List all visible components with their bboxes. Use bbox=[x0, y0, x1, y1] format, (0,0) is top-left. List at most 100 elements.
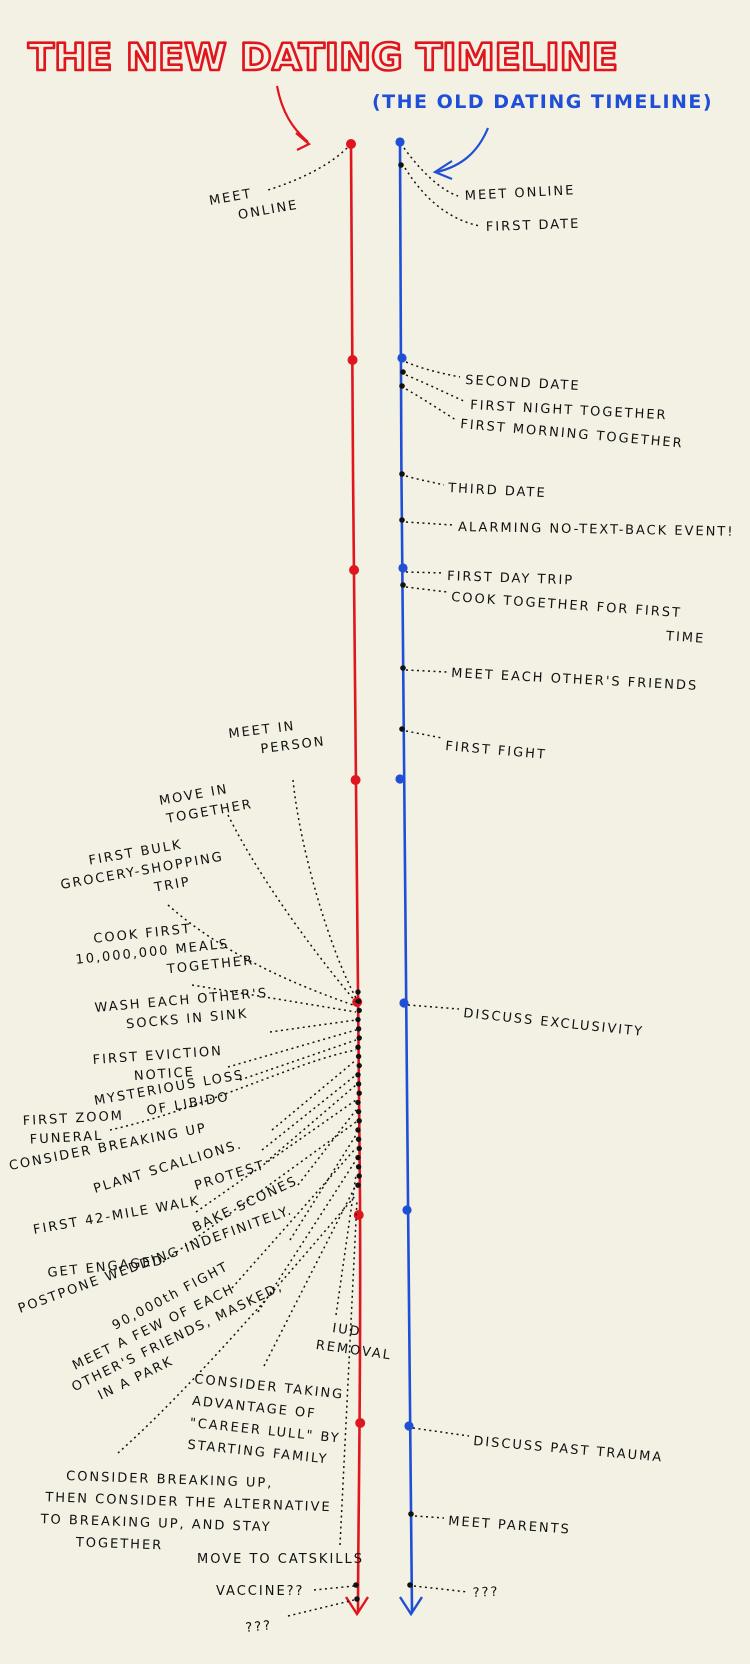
title-arrow-head bbox=[295, 132, 311, 151]
old-label-meet-online: MEET ONLINE bbox=[464, 183, 575, 204]
new-major-dot bbox=[347, 355, 358, 365]
new-leader-line bbox=[263, 1184, 357, 1367]
new-leader-line bbox=[292, 779, 357, 999]
label-line: THIRD DATE bbox=[447, 481, 547, 501]
old-event-dot bbox=[400, 369, 406, 375]
new-leader-line bbox=[227, 1029, 357, 1068]
label-line: VACCINE?? bbox=[216, 1584, 304, 1599]
subtitle-arrow bbox=[436, 127, 490, 174]
new-label-new-unknown: ??? bbox=[245, 1618, 273, 1636]
subtitle-arrow-head bbox=[432, 160, 453, 181]
label-line: IUD bbox=[331, 1321, 362, 1340]
new-event-dot bbox=[355, 1127, 361, 1133]
label-line: ??? bbox=[245, 1618, 273, 1636]
new-event-dot bbox=[356, 1145, 362, 1152]
new-leader-line bbox=[239, 1039, 357, 1081]
new-timeline-arrowhead bbox=[344, 1596, 370, 1617]
label-line: MOVE TO CATSKILLS bbox=[197, 1552, 364, 1567]
label-line: SECOND DATE bbox=[465, 373, 581, 394]
old-event-dot bbox=[399, 383, 405, 389]
new-leader-line bbox=[231, 1147, 357, 1289]
new-leader-line bbox=[269, 1019, 357, 1033]
new-label-meet-online: MEETONLINE bbox=[208, 179, 300, 228]
old-major-dot bbox=[397, 353, 407, 363]
new-event-dot bbox=[355, 1099, 361, 1106]
new-leader-line bbox=[335, 1174, 357, 1316]
label-line: TOGETHER bbox=[75, 1535, 164, 1553]
old-leader-line bbox=[405, 586, 448, 593]
old-event-dot bbox=[407, 1582, 413, 1588]
title: THE NEW DATING TIMELINE bbox=[28, 36, 618, 79]
old-leader-line bbox=[403, 147, 459, 197]
subtitle: (THE OLD DATING TIMELINE) bbox=[372, 91, 713, 113]
old-event-dot bbox=[399, 726, 405, 732]
new-major-dot bbox=[346, 139, 356, 149]
old-timeline-line bbox=[398, 141, 414, 1613]
new-leader-line bbox=[191, 984, 357, 1013]
new-leader-line bbox=[313, 1585, 355, 1591]
new-leader-line bbox=[267, 147, 348, 191]
old-major-dot bbox=[404, 1421, 414, 1431]
new-label-catskills: MOVE TO CATSKILLS bbox=[197, 1552, 364, 1567]
old-leader-line bbox=[405, 571, 445, 574]
new-event-dot bbox=[356, 1035, 362, 1041]
old-event-dot bbox=[400, 665, 406, 671]
new-label-vaccine: VACCINE?? bbox=[216, 1584, 304, 1599]
old-label-old-unknown: ??? bbox=[472, 1585, 499, 1601]
old-leader-line bbox=[405, 521, 454, 526]
new-major-dot bbox=[350, 775, 361, 785]
old-label-third-date: THIRD DATE bbox=[447, 481, 547, 501]
old-timeline-arrowhead bbox=[398, 1596, 424, 1617]
new-event-dot bbox=[356, 1007, 362, 1014]
new-event-dot bbox=[356, 1173, 362, 1179]
new-event-dot bbox=[355, 1081, 362, 1087]
label-line: ??? bbox=[472, 1585, 499, 1601]
old-label-first-date: FIRST DATE bbox=[486, 217, 581, 235]
new-major-dot bbox=[355, 1418, 366, 1428]
new-leader-line bbox=[261, 1074, 357, 1151]
label-line: FIRST DAY TRIP bbox=[447, 569, 575, 588]
new-event-dot bbox=[355, 1044, 361, 1050]
old-major-dot bbox=[395, 137, 405, 147]
label-line: MEET bbox=[208, 187, 254, 209]
new-leader-line bbox=[162, 1121, 357, 1263]
new-leader-line bbox=[339, 1199, 358, 1546]
old-leader-line bbox=[405, 669, 448, 673]
new-leader-line bbox=[271, 1059, 357, 1131]
old-leader-line bbox=[413, 1585, 469, 1593]
old-event-dot bbox=[400, 582, 406, 588]
new-event-dot bbox=[355, 1154, 361, 1161]
new-event-dot bbox=[356, 1118, 362, 1124]
new-event-dot bbox=[355, 1182, 361, 1188]
new-event-dot bbox=[355, 1136, 362, 1142]
old-major-dot bbox=[402, 1205, 412, 1215]
new-event-dot bbox=[355, 1026, 362, 1032]
new-leader-line bbox=[287, 1599, 355, 1617]
label-line: FUNERAL bbox=[29, 1129, 103, 1148]
old-event-dot bbox=[398, 162, 404, 168]
new-event-dot bbox=[355, 989, 361, 995]
label-line: MEET ONLINE bbox=[464, 183, 575, 204]
old-leader-line bbox=[404, 167, 481, 227]
old-event-dot bbox=[399, 471, 405, 477]
new-event-dot bbox=[354, 1596, 360, 1602]
title-arrow bbox=[275, 85, 309, 143]
new-event-dot bbox=[356, 1090, 362, 1096]
new-event-dot bbox=[356, 1062, 362, 1069]
new-major-dot bbox=[353, 1210, 364, 1220]
old-major-dot bbox=[395, 774, 405, 784]
new-leader-line bbox=[117, 1194, 357, 1454]
new-leader-line bbox=[227, 814, 357, 1003]
new-label-zoom-funeral: FIRST ZOOMFUNERAL bbox=[22, 1109, 125, 1148]
old-major-dot bbox=[399, 998, 409, 1008]
label-line: NOTICE bbox=[133, 1065, 195, 1084]
new-event-dot bbox=[355, 1164, 362, 1170]
new-event-dot bbox=[353, 1582, 359, 1588]
old-leader-line bbox=[412, 1427, 470, 1437]
new-event-dot bbox=[355, 1108, 362, 1115]
label-line: TRIP bbox=[152, 875, 192, 896]
label-line: FIRST DATE bbox=[486, 217, 581, 235]
old-label-second-date: SECOND DATE bbox=[465, 373, 581, 394]
